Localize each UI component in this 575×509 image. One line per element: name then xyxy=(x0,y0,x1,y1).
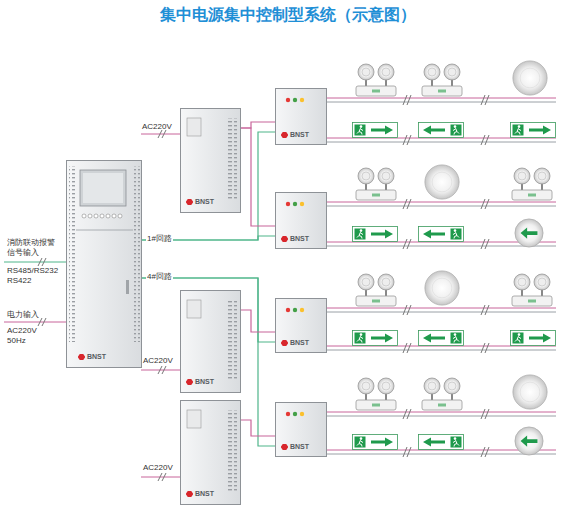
power-cabinets xyxy=(180,108,241,505)
control-loop-line xyxy=(142,278,275,446)
signal-label: RS485/RS232 RS422 xyxy=(7,266,63,286)
lamp-wires xyxy=(327,95,556,457)
distribution-box: BNST xyxy=(275,402,327,457)
edge-label-wrap: 4#回路 xyxy=(146,265,173,283)
power-cabinet: BNST xyxy=(180,108,241,213)
controller-cabinet: BNST xyxy=(66,160,142,368)
power-input-label: AC220V xyxy=(143,463,173,473)
power-cabinet: BNST xyxy=(180,400,241,505)
signal-label: 电力输入 xyxy=(7,310,59,320)
brand-logo: BNST xyxy=(186,490,214,498)
signal-label: 消防联动报警信号输入 xyxy=(7,238,59,258)
distribution-box: BNST xyxy=(275,192,327,249)
power-line xyxy=(241,122,275,128)
label-wrap: 电力输入 xyxy=(7,310,59,320)
brand-logo: BNST xyxy=(186,378,214,386)
loop-label: 1#回路 xyxy=(146,234,173,243)
brand-logo: BNST xyxy=(78,353,106,361)
brand-logo: BNST xyxy=(281,443,309,451)
power-line xyxy=(241,128,275,226)
power-line xyxy=(241,420,275,436)
control-loop-line xyxy=(142,278,275,342)
loop-label: 4#回路 xyxy=(146,272,173,281)
brand-logo: BNST xyxy=(281,131,309,139)
label-wrap: AC220V xyxy=(143,356,173,366)
exit-signs xyxy=(353,123,556,456)
label-wrap: AC220V 50Hz xyxy=(7,326,43,346)
distribution-box: BNST xyxy=(275,298,327,353)
brand-logo: BNST xyxy=(281,235,309,243)
label-wrap: RS485/RS232 RS422 xyxy=(7,266,63,286)
power-cabinet: BNST xyxy=(180,290,241,393)
distribution-boxes xyxy=(275,88,327,457)
controller-cabinet xyxy=(66,160,142,368)
diagram-title: 集中电源集中控制型系统（示意图） xyxy=(0,5,575,26)
control-loop-line xyxy=(142,132,275,240)
signal-label: AC220V 50Hz xyxy=(7,326,43,346)
power-line xyxy=(241,310,275,332)
distribution-box: BNST xyxy=(275,88,327,145)
title-wrap: 集中电源集中控制型系统（示意图） xyxy=(0,5,575,26)
edge-label-wrap: 1#回路 xyxy=(146,227,173,245)
label-wrap: AC220V xyxy=(142,122,172,132)
brand-logo: BNST xyxy=(281,339,309,347)
label-wrap: 消防联动报警信号输入 xyxy=(7,238,59,258)
input-lines xyxy=(4,130,180,481)
label-wrap: AC220V xyxy=(143,463,173,473)
power-input-label: AC220V xyxy=(143,356,173,366)
power-input-label: AC220V xyxy=(142,122,172,132)
brand-logo: BNST xyxy=(186,198,214,206)
